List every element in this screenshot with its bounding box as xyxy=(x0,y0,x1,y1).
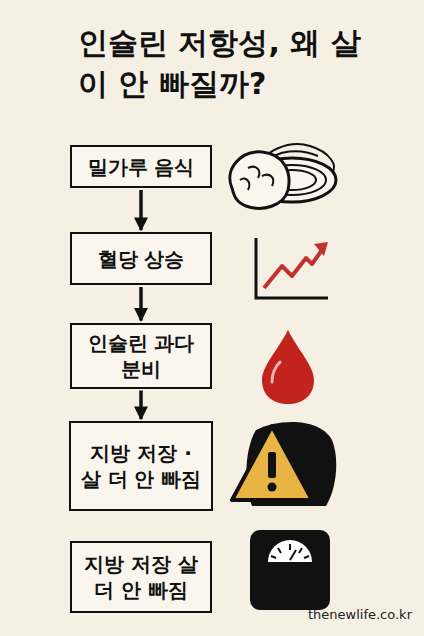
flow-arrow xyxy=(139,287,143,321)
process-box: 지방 저장 살 더 안 빠짐 xyxy=(70,541,212,613)
watermark: thenewlife.co.kr xyxy=(308,607,412,622)
box-label: 지방 저장 · 살 더 안 빠짐 xyxy=(77,440,205,492)
flow-arrow xyxy=(139,190,143,230)
process-box: 밀가루 음식 xyxy=(70,145,212,188)
drop-icon xyxy=(262,330,314,404)
box-label: 지방 저장 살 더 안 빠짐 xyxy=(82,551,200,603)
process-box: 혈당 상승 xyxy=(70,232,212,285)
process-box: 인슐린 과다 분비 xyxy=(70,323,212,389)
title: 인슐린 저항성, 왜 살이 안 빠질까? xyxy=(78,22,368,105)
bread-noodle-icon xyxy=(230,144,336,208)
scale-icon xyxy=(250,530,330,610)
box-label: 혈당 상승 xyxy=(98,246,185,272)
warning-icon xyxy=(232,422,336,506)
box-label: 밀가루 음식 xyxy=(88,154,195,180)
box-label: 인슐린 과다 분비 xyxy=(87,330,195,382)
process-box: 지방 저장 · 살 더 안 빠짐 xyxy=(69,421,213,511)
chart-icon xyxy=(256,238,328,298)
flow-arrow xyxy=(139,391,143,420)
